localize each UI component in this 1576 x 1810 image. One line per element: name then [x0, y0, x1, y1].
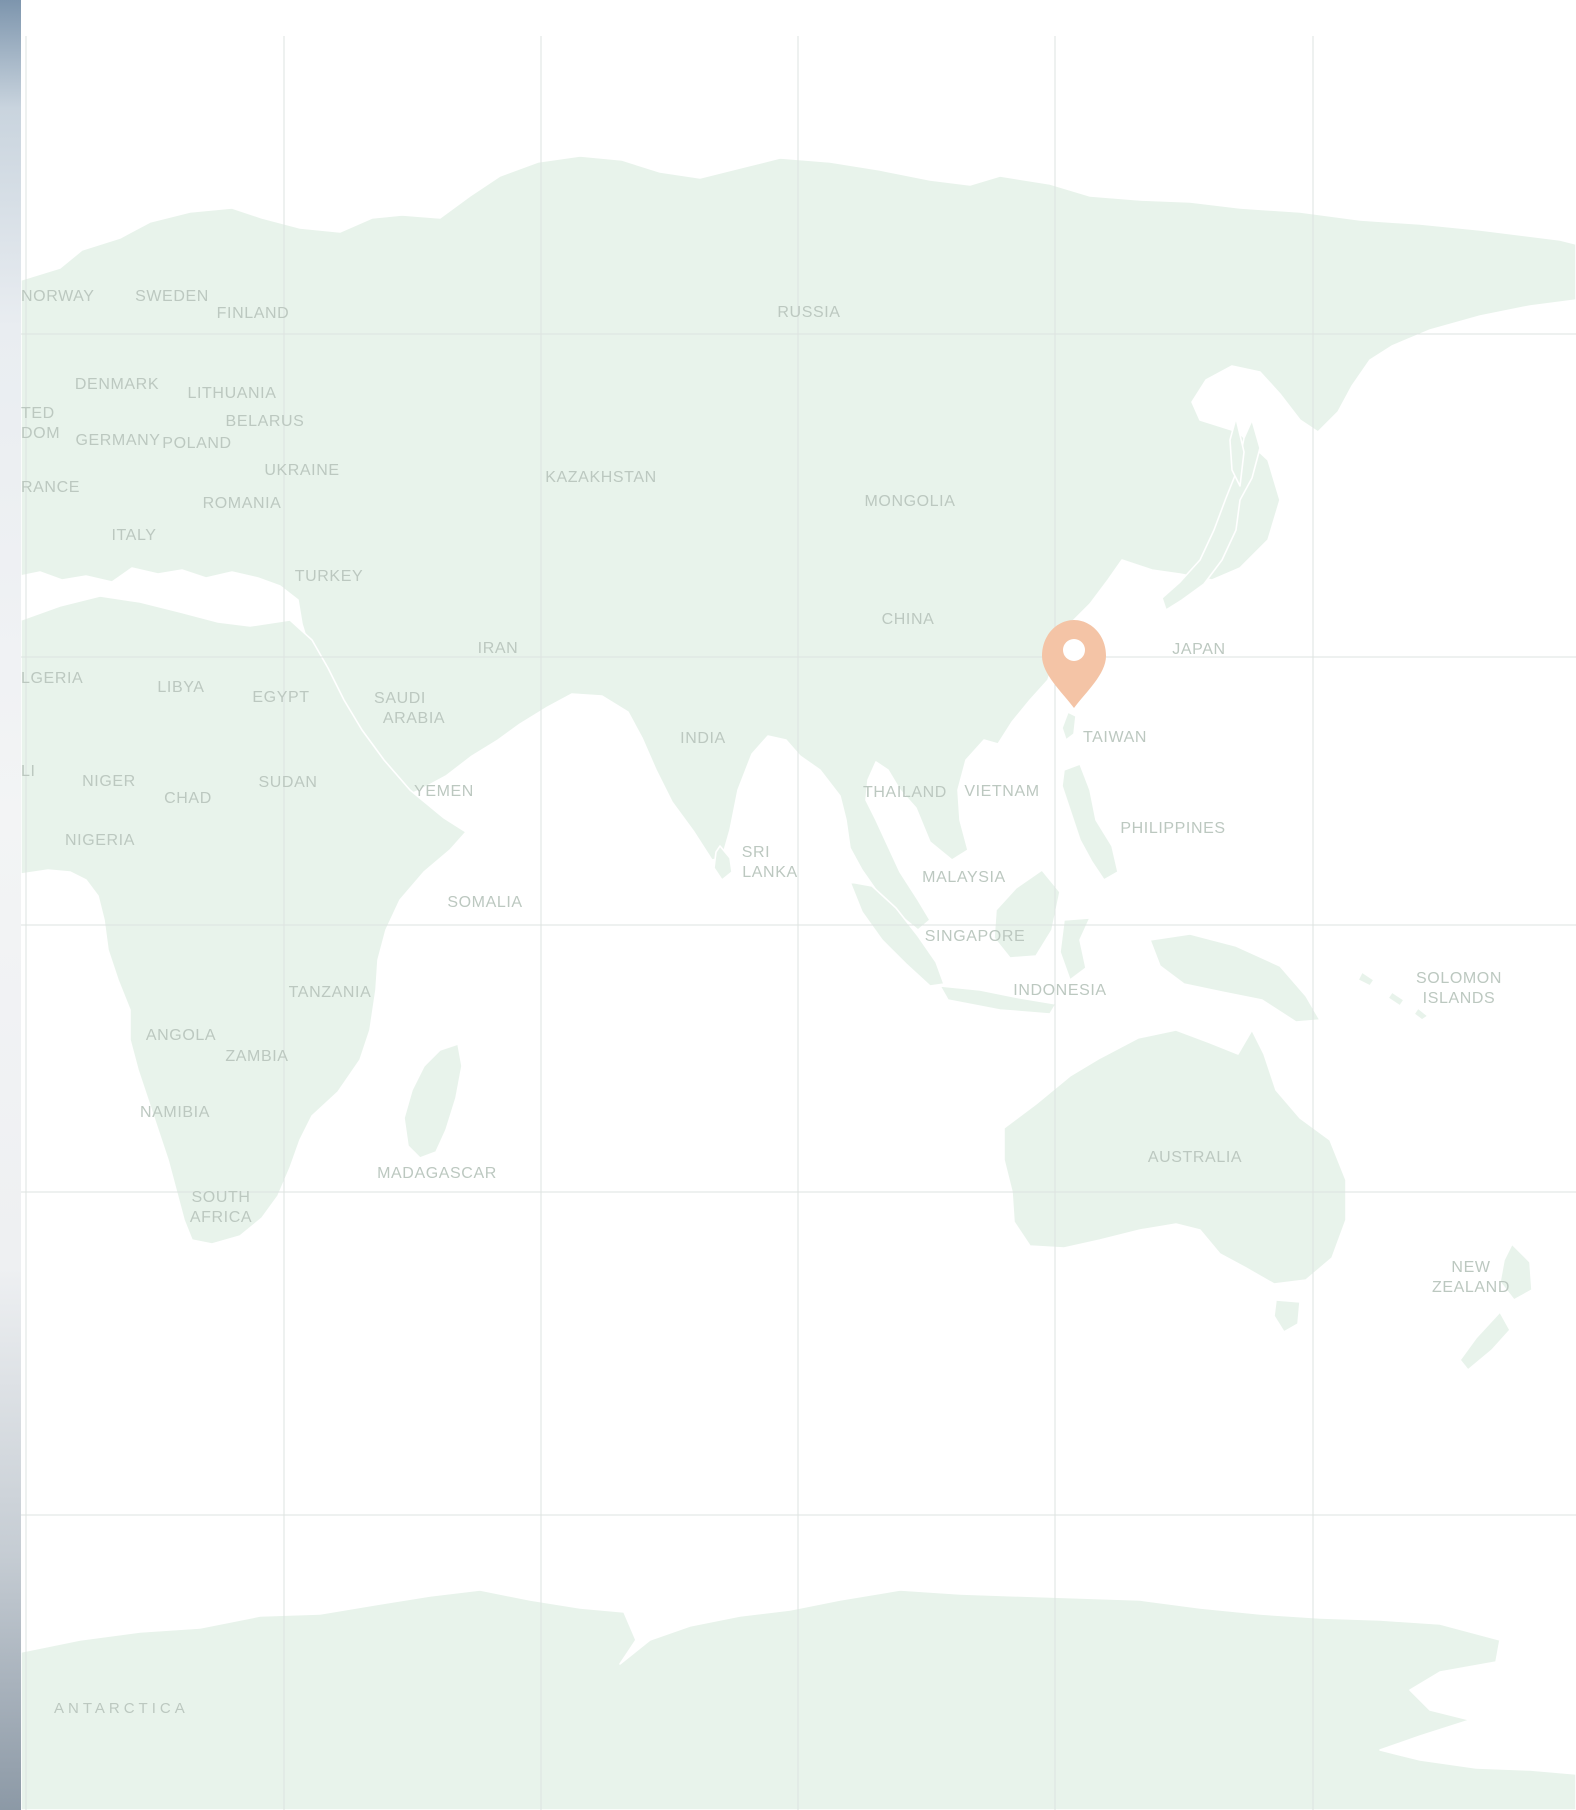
label-china: CHINA: [882, 611, 935, 628]
label-indonesia: INDONESIA: [1013, 982, 1106, 999]
label-united-kingdom-line2: DOM: [21, 425, 60, 442]
label-libya: LIBYA: [157, 679, 204, 696]
country-labels: NORWAY SWEDEN FINLAND RUSSIA DENMARK LIT…: [21, 288, 1510, 1717]
label-ukraine: UKRAINE: [264, 462, 339, 479]
label-new-zealand-line2: ZEALAND: [1432, 1279, 1510, 1296]
label-kazakhstan: KAZAKHSTAN: [545, 469, 657, 486]
label-chad: CHAD: [164, 790, 212, 807]
label-lithuania: LITHUANIA: [188, 385, 277, 402]
label-germany: GERMANY: [75, 432, 160, 449]
label-solomon-islands-line1: SOLOMON: [1416, 970, 1502, 987]
solomon-islands-landmass: [1357, 971, 1429, 1021]
label-malaysia: MALAYSIA: [922, 869, 1006, 886]
label-finland: FINLAND: [217, 305, 290, 322]
label-romania: ROMANIA: [203, 495, 282, 512]
madagascar-landmass: [403, 1043, 463, 1159]
label-poland: POLAND: [162, 435, 231, 452]
label-belarus: BELARUS: [226, 413, 305, 430]
label-saudi-arabia-line1: SAUDI: [374, 690, 426, 707]
map-pin-icon[interactable]: [1042, 620, 1106, 708]
label-sri-lanka-line1: SRI: [742, 844, 770, 861]
label-new-zealand-line1: NEW: [1451, 1259, 1490, 1276]
label-sudan: SUDAN: [258, 774, 317, 791]
japan-landmass: [1161, 419, 1261, 611]
label-sweden: SWEDEN: [135, 288, 209, 305]
label-angola: ANGOLA: [146, 1027, 216, 1044]
label-turkey: TURKEY: [295, 568, 364, 585]
sumatra-landmass: [849, 881, 945, 987]
tasmania-landmass: [1273, 1299, 1301, 1333]
taiwan-landmass: [1061, 711, 1077, 741]
philippines-landmass: [1061, 763, 1119, 881]
label-russia: RUSSIA: [777, 304, 840, 321]
label-mali: LI: [21, 763, 36, 780]
label-france: RANCE: [21, 479, 80, 496]
label-philippines: PHILIPPINES: [1120, 820, 1225, 837]
label-niger: NIGER: [82, 773, 136, 790]
label-namibia: NAMIBIA: [140, 1104, 210, 1121]
label-japan: JAPAN: [1172, 641, 1225, 658]
label-united-kingdom-line1: TED: [21, 405, 55, 422]
australia-landmass: [1003, 1029, 1347, 1285]
label-sri-lanka-line2: LANKA: [742, 864, 797, 881]
label-italy: ITALY: [111, 527, 156, 544]
pin-center: [1063, 639, 1085, 661]
sulawesi-landmass: [1059, 917, 1091, 981]
pin-body: [1042, 620, 1106, 708]
label-zambia: ZAMBIA: [225, 1048, 288, 1065]
label-madagascar: MADAGASCAR: [377, 1165, 497, 1182]
new-zealand-landmass: [1459, 1243, 1533, 1371]
label-taiwan: TAIWAN: [1083, 729, 1147, 746]
label-south-africa-line1: SOUTH: [192, 1189, 251, 1206]
label-norway: NORWAY: [21, 288, 95, 305]
label-yemen: YEMEN: [414, 783, 474, 800]
label-denmark: DENMARK: [75, 376, 159, 393]
africa-landmass: [21, 595, 467, 1245]
label-tanzania: TANZANIA: [289, 984, 372, 1001]
label-australia: AUSTRALIA: [1148, 1149, 1242, 1166]
label-vietnam: VIETNAM: [964, 783, 1039, 800]
map-canvas[interactable]: NORWAY SWEDEN FINLAND RUSSIA DENMARK LIT…: [21, 0, 1576, 1810]
label-iran: IRAN: [478, 640, 519, 657]
label-mongolia: MONGOLIA: [864, 493, 955, 510]
label-thailand: THAILAND: [863, 784, 947, 801]
label-algeria: LGERIA: [21, 670, 83, 687]
label-india: INDIA: [680, 730, 726, 747]
label-south-africa-line2: AFRICA: [190, 1209, 252, 1226]
borneo-landmass: [993, 869, 1061, 959]
new-guinea-landmass: [1149, 933, 1321, 1023]
label-singapore: SINGAPORE: [925, 928, 1026, 945]
sakhalin-landmass: [1229, 417, 1245, 487]
label-somalia: SOMALIA: [447, 894, 522, 911]
label-saudi-arabia-line2: ARABIA: [383, 710, 445, 727]
label-nigeria: NIGERIA: [65, 832, 135, 849]
java-landmass: [939, 985, 1057, 1015]
label-egypt: EGYPT: [252, 689, 309, 706]
sri-lanka-landmass: [713, 845, 733, 881]
world-map[interactable]: NORWAY SWEDEN FINLAND RUSSIA DENMARK LIT…: [21, 0, 1576, 1810]
map-graticule: [21, 36, 1576, 1810]
background-photo-edge: [0, 0, 21, 1810]
label-antarctica: ANTARCTICA: [54, 1700, 189, 1717]
label-solomon-islands-line2: ISLANDS: [1423, 990, 1496, 1007]
